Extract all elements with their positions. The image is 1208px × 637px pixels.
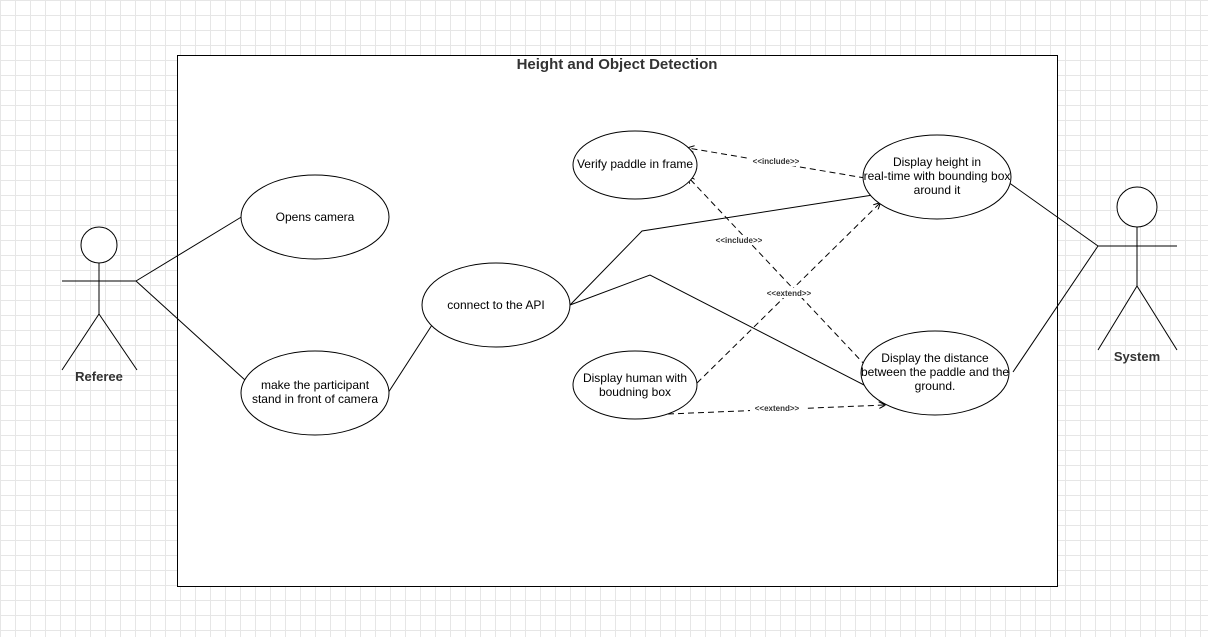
use-case-verify-paddle[interactable]: Verify paddle in frame <box>572 130 698 200</box>
actor-system[interactable] <box>1097 186 1178 351</box>
actor-referee-label: Referee <box>75 369 123 384</box>
use-case-display-human[interactable]: Display human with boudning box <box>572 350 698 420</box>
use-case-label: connect to the API <box>447 298 544 312</box>
use-case-stand-in-front[interactable]: make the participant stand in front of c… <box>240 350 390 436</box>
use-case-label: make the participant <box>261 378 370 392</box>
assoc-connect-distance <box>569 274 867 387</box>
assoc-system-height <box>1007 181 1099 247</box>
use-case-opens-camera[interactable]: Opens camera <box>240 174 390 260</box>
use-case-display-distance[interactable]: Display the distance between the paddle … <box>860 330 1010 416</box>
associations <box>135 181 1099 394</box>
use-case-display-height[interactable]: Display height in real-time with boundin… <box>862 134 1012 220</box>
use-case-label: Display human with <box>583 371 687 385</box>
assoc-referee-opens-camera <box>135 215 244 282</box>
include-label-top: <<include>> <box>753 157 800 166</box>
use-case-label: around it <box>914 183 961 197</box>
use-case-label: Opens camera <box>276 210 355 224</box>
use-case-label: Display height in <box>893 155 981 169</box>
dependencies <box>667 148 885 415</box>
use-case-label: stand in front of camera <box>252 392 378 406</box>
use-case-label: real-time with bounding box <box>864 169 1011 183</box>
actor-head-icon <box>1116 186 1158 228</box>
use-case-label: boudning box <box>599 385 671 399</box>
use-case-label: Display the distance <box>881 351 989 365</box>
use-case-connect-api[interactable]: connect to the API <box>421 262 571 348</box>
include-label-mid: <<include>> <box>716 236 763 245</box>
use-case-label: Verify paddle in frame <box>577 157 693 171</box>
assoc-system-distance <box>1012 245 1099 373</box>
extend-label-bottom: <<extend>> <box>755 404 800 413</box>
include-distance-verify <box>688 177 867 367</box>
assoc-referee-stand <box>135 280 246 381</box>
actor-head-icon <box>80 226 118 264</box>
assoc-connect-height <box>569 194 874 306</box>
use-case-label: ground. <box>915 379 956 393</box>
extend-label-mid: <<extend>> <box>767 289 812 298</box>
extend-human-distance <box>667 405 885 415</box>
extend-human-height <box>696 203 880 384</box>
actor-referee[interactable] <box>61 226 138 371</box>
system-title: Height and Object Detection <box>517 56 718 73</box>
assoc-stand-connect <box>387 324 433 394</box>
use-case-label: between the paddle and the <box>861 365 1009 379</box>
relationship-labels: <<include>> <<include>> <<extend>> <<ext… <box>711 156 815 413</box>
actor-system-label: System <box>1114 349 1160 364</box>
